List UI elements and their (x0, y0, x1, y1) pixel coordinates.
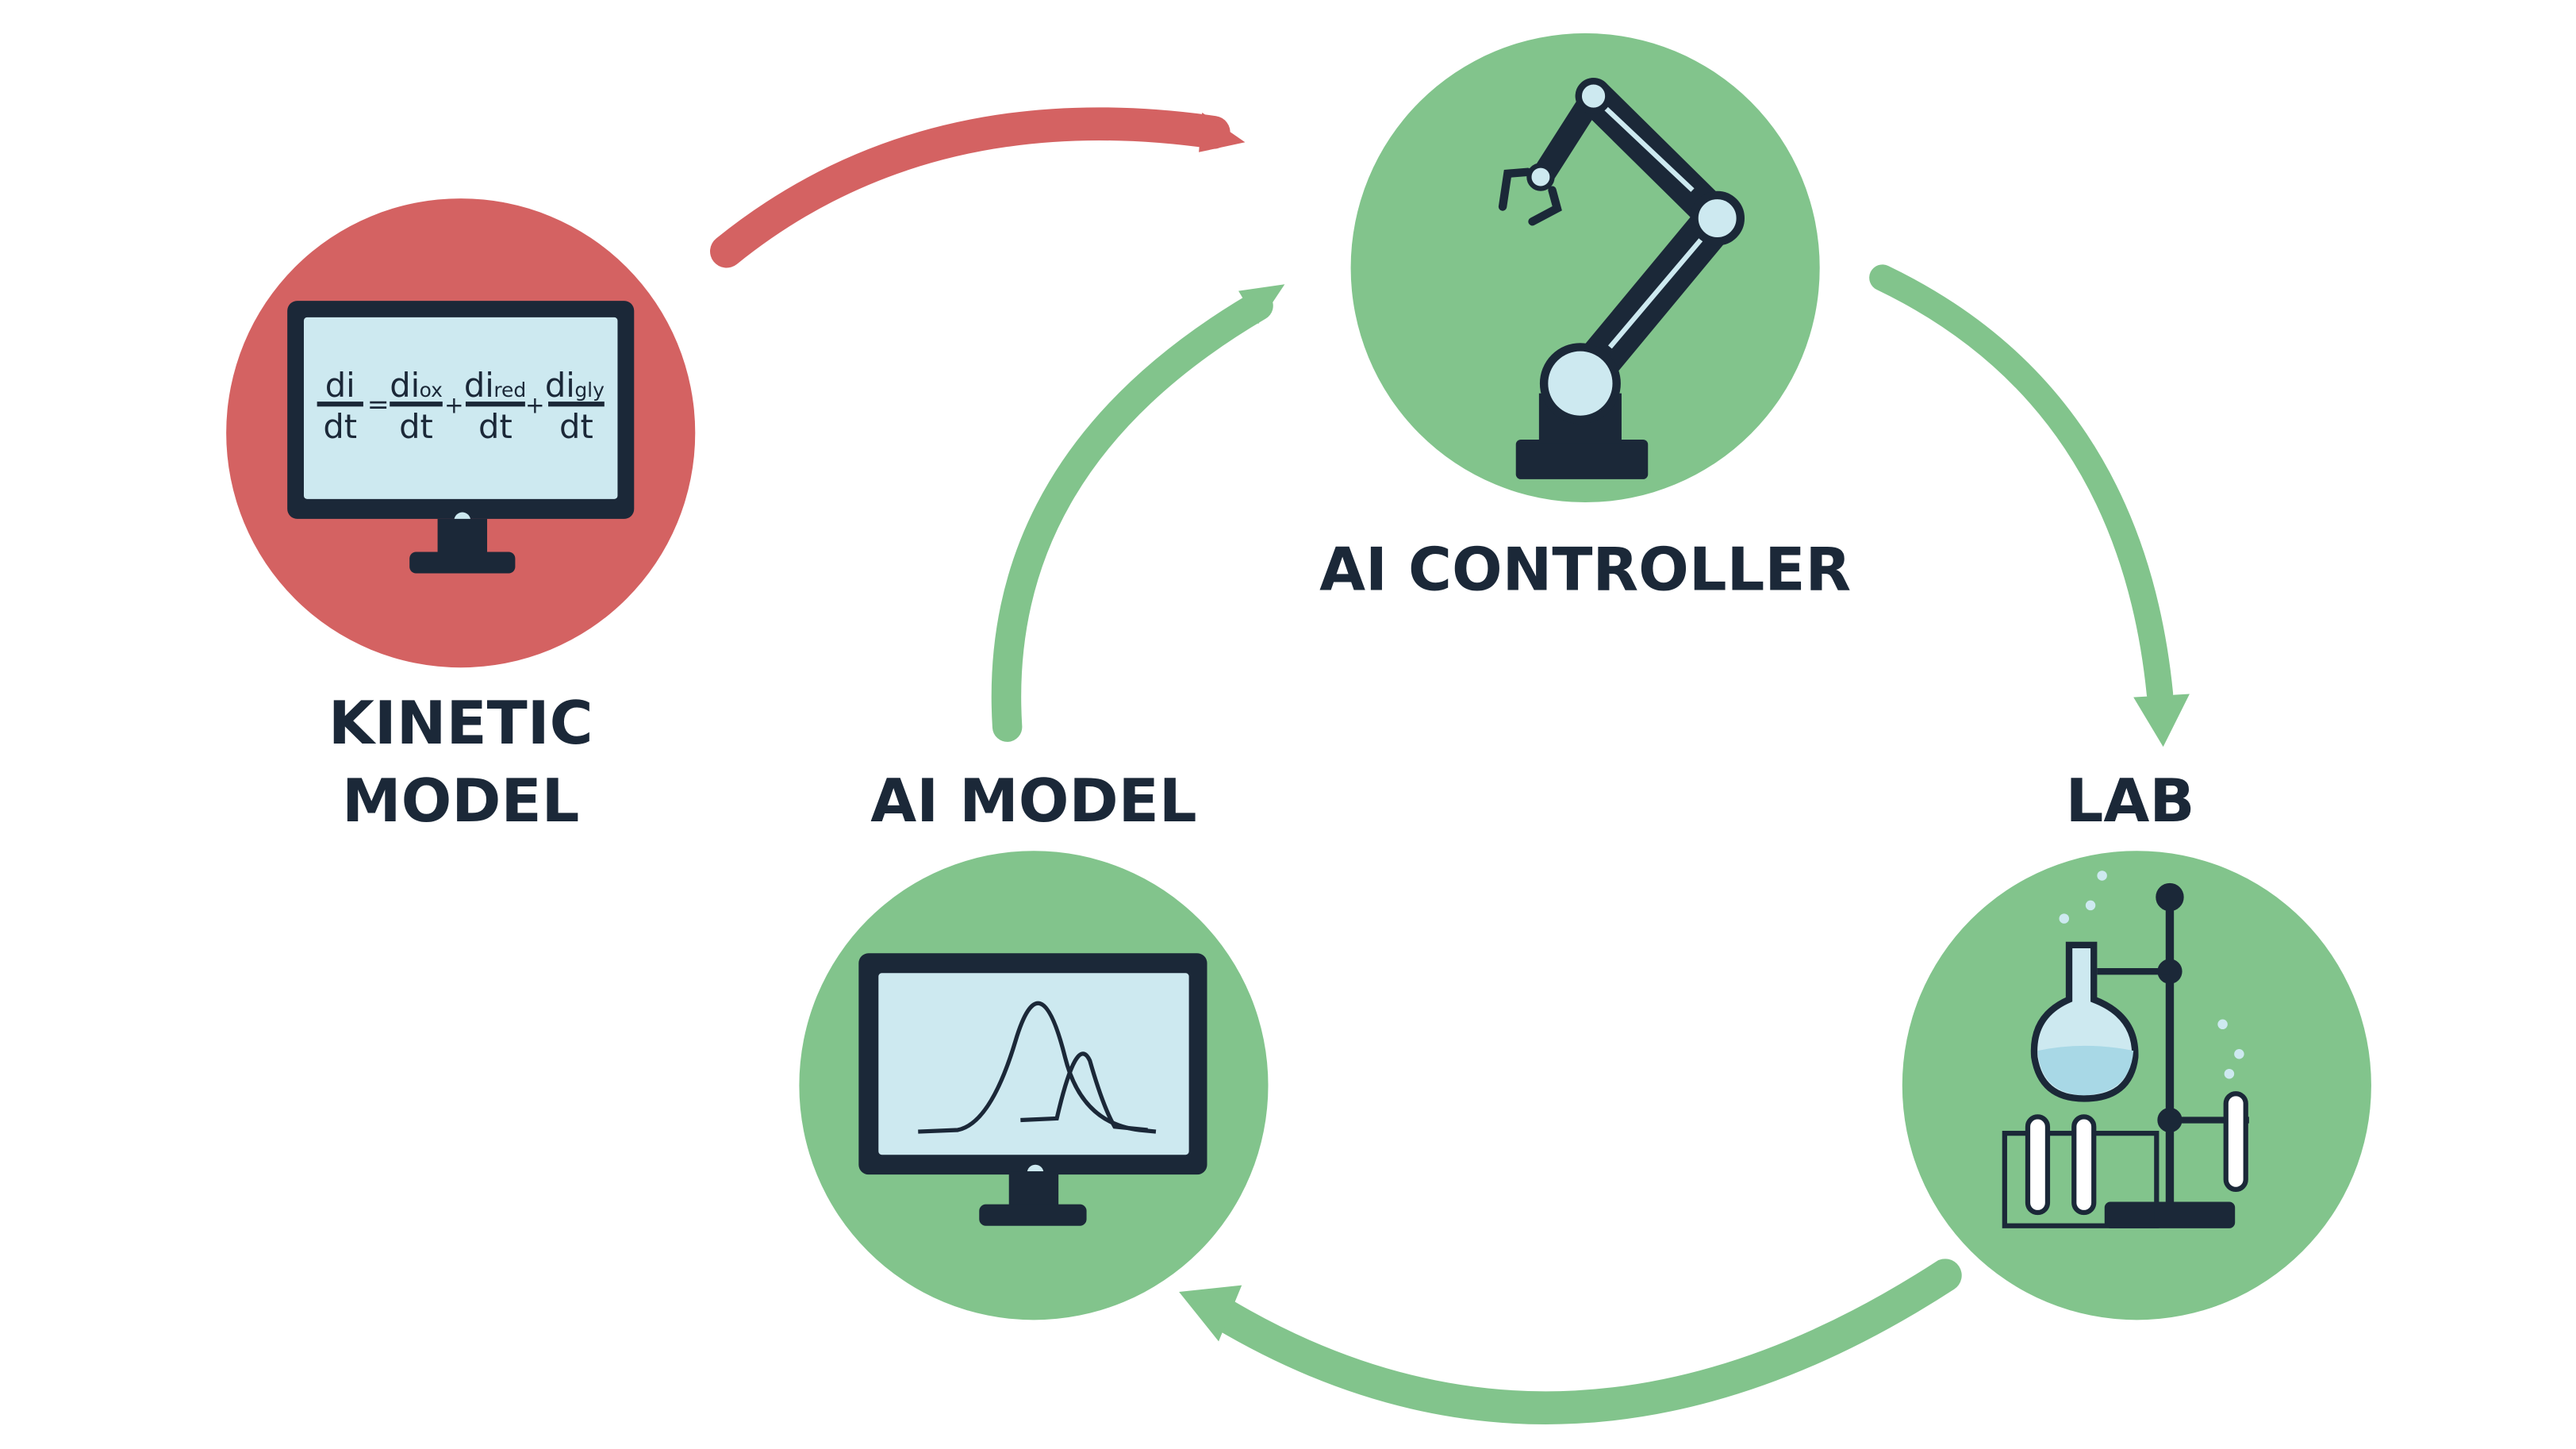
svg-text:red: red (493, 379, 526, 402)
lab-equipment-icon (2002, 882, 2249, 1228)
svg-text:di: di (545, 366, 575, 405)
svg-text:+: + (525, 392, 544, 419)
kinetic-label-line1: KINETIC (328, 688, 593, 758)
arrow-kinetic-to-controller (710, 107, 1246, 268)
arrow-ai-model-to-controller (991, 284, 1285, 742)
kinetic-label-line2: MODEL (342, 766, 579, 836)
monitor-chart-icon (858, 953, 1207, 1226)
robot-arm-icon (1498, 78, 1745, 479)
bubbles-icon (2059, 871, 2244, 1079)
monitor-icon (287, 301, 635, 574)
svg-text:=: = (367, 389, 390, 420)
svg-text:dt: dt (323, 407, 357, 446)
svg-text:gly: gly (574, 379, 605, 402)
lab-node: LAB (1902, 766, 2371, 1320)
ai-controller-node: AI CONTROLLER (1319, 33, 1851, 604)
svg-text:di: di (464, 366, 494, 405)
svg-text:dt: dt (399, 407, 433, 446)
arrow-lab-to-ai-model (1179, 1259, 1962, 1424)
svg-text:+: + (444, 392, 463, 419)
svg-text:di: di (390, 366, 420, 405)
ai-controller-label: AI CONTROLLER (1319, 534, 1851, 604)
lab-label: LAB (2066, 766, 2195, 836)
ai-model-node: AI MODEL (799, 766, 1269, 1320)
svg-text:ox: ox (420, 379, 443, 402)
svg-text:dt: dt (559, 407, 593, 446)
svg-text:dt: dt (478, 407, 513, 446)
svg-text:di: di (325, 366, 355, 405)
ai-model-label: AI MODEL (870, 766, 1196, 836)
arrow-controller-to-lab (1869, 264, 2190, 748)
